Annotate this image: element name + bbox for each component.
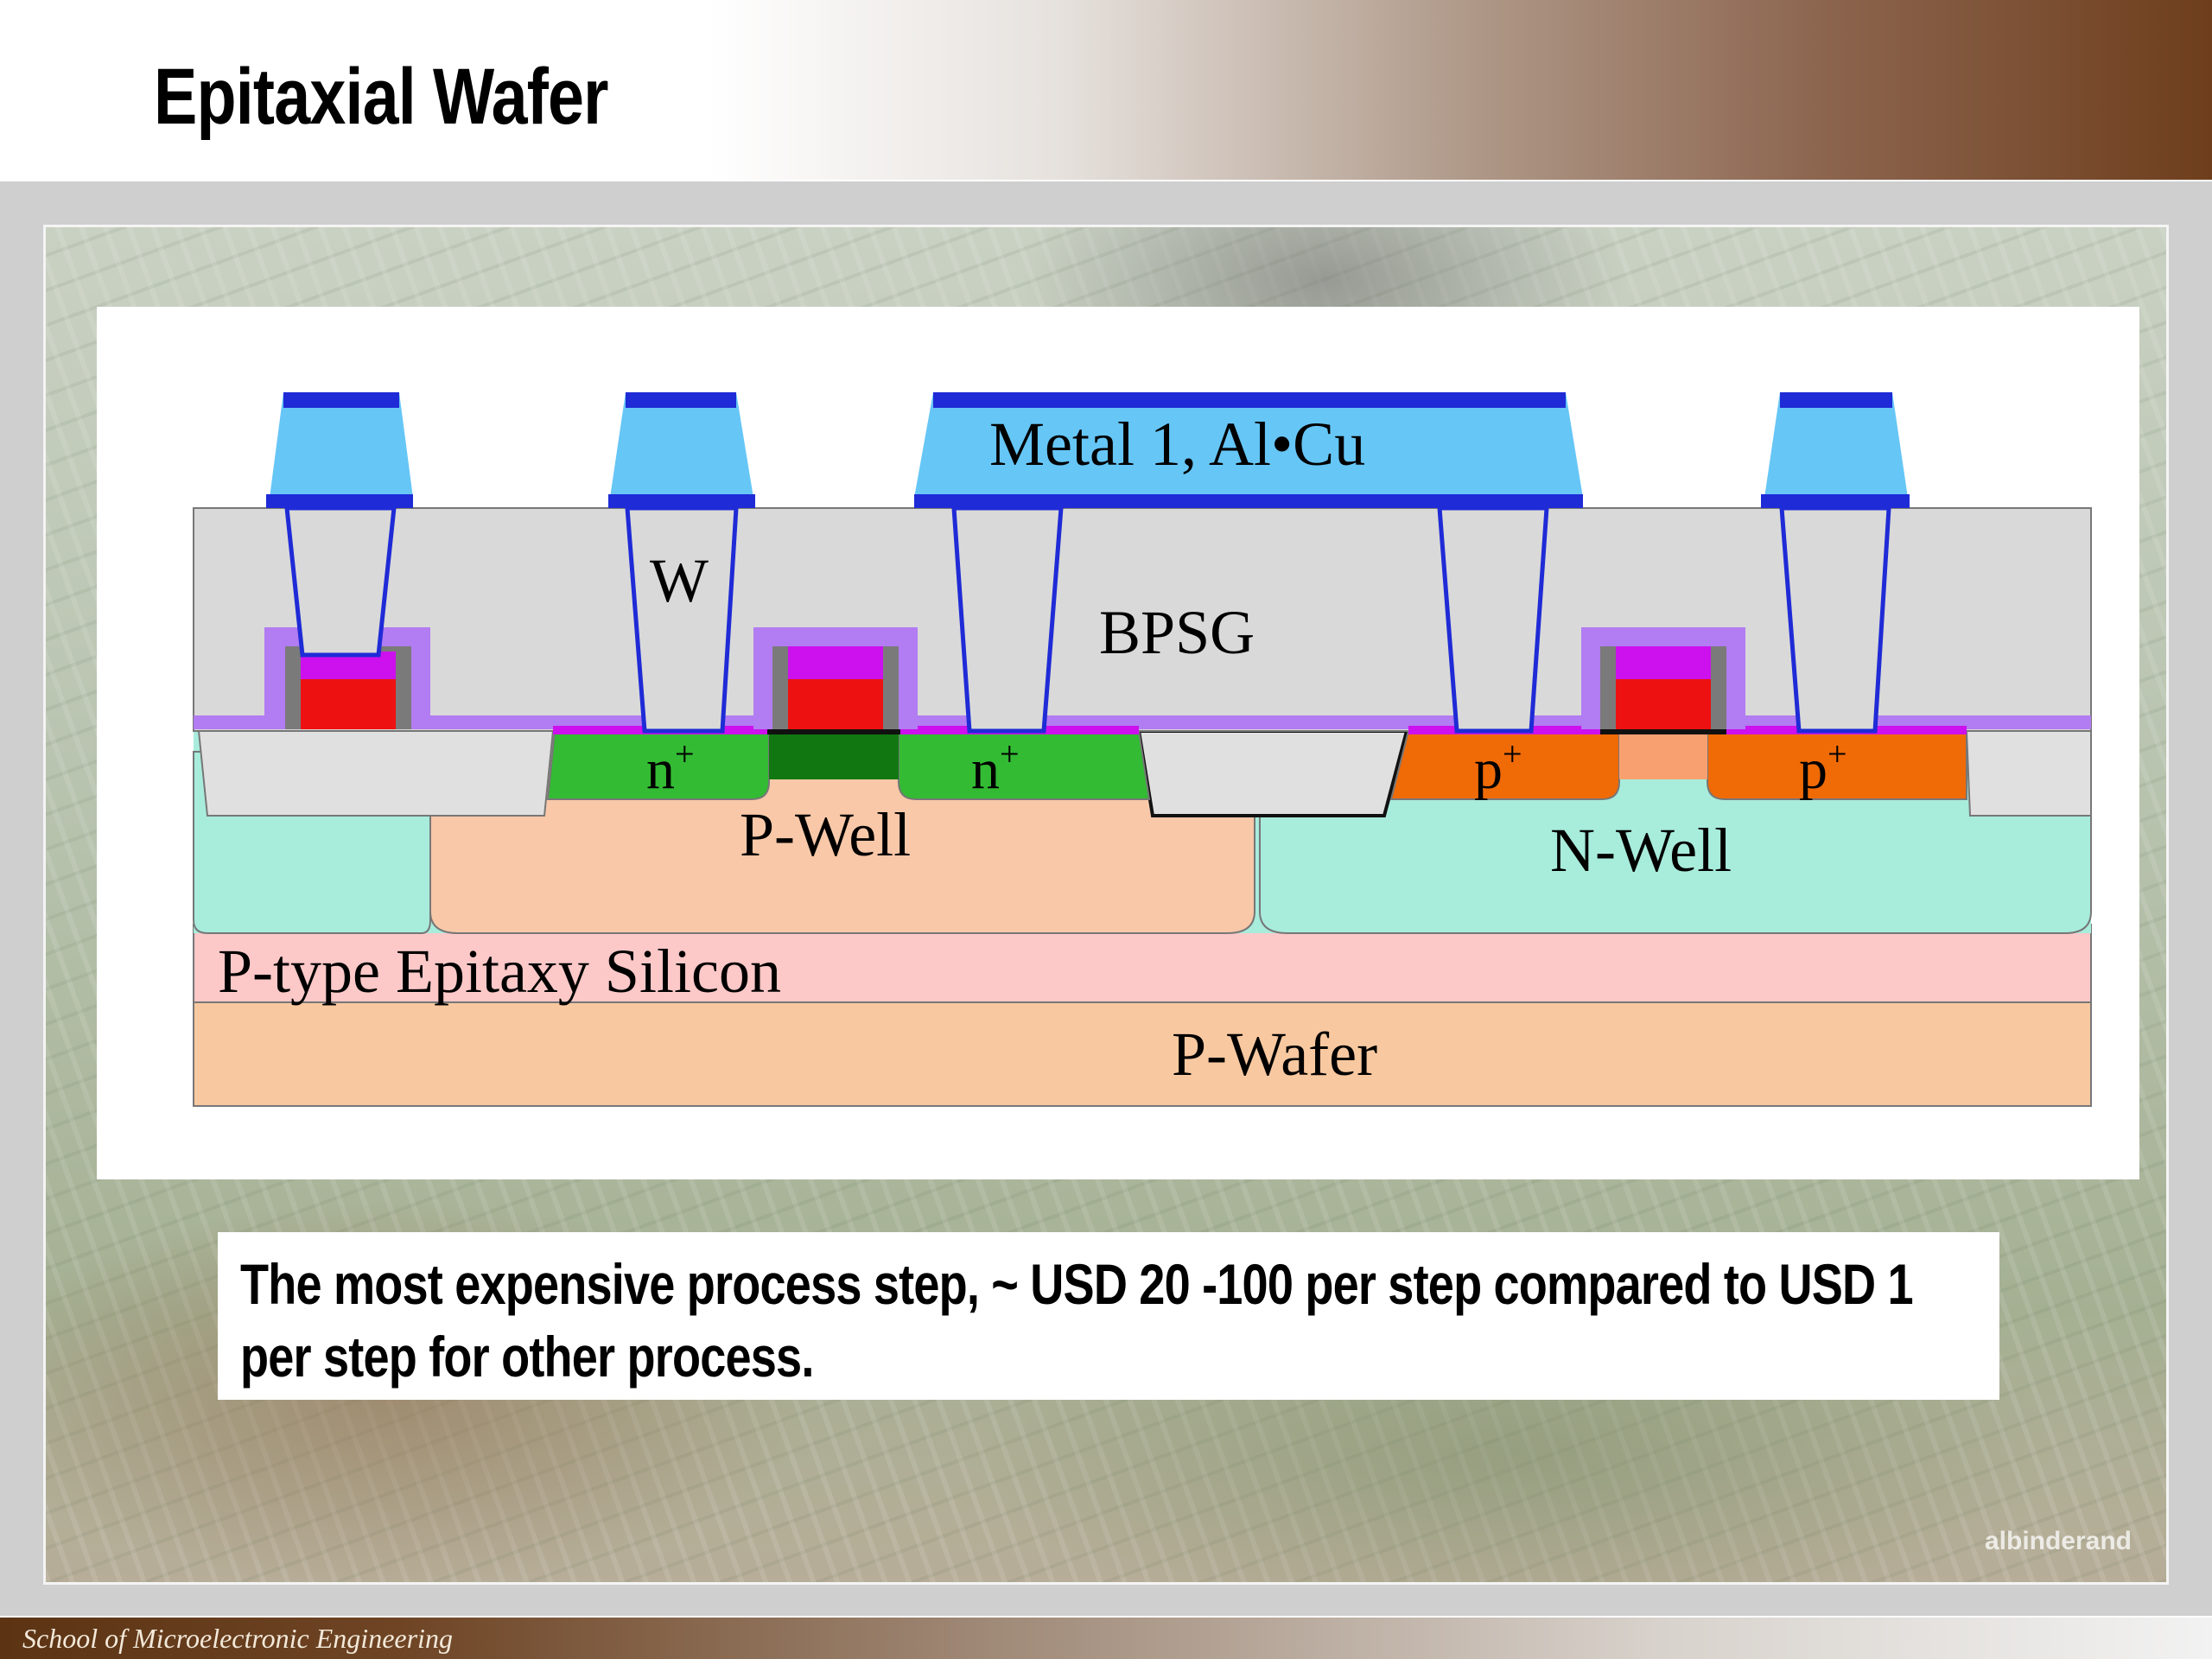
label-p-well: P-Well [740,800,911,869]
label-bpsg: BPSG [1099,598,1255,667]
sti-isolation-right [1965,730,2092,817]
label-p-plus-right: p+ [1799,734,1847,801]
slide-title: Epitaxial Wafer [154,53,609,141]
cmos-cross-section-diagram: Metal 1, Al•Cu W BPSG n+ n+ p+ p+ P-Well… [193,392,2092,1107]
poly-gate-nmos [788,679,883,729]
metal-line-1 [266,392,413,508]
sti-isolation-center [1136,729,1409,817]
p-plus-region-right [1707,730,1967,800]
pmos-channel [1619,731,1707,779]
label-n-well: N-Well [1550,816,1732,885]
gate-oxide-pmos [1600,728,1726,734]
poly-gate-left [301,679,396,729]
gate-oxide-nmos [767,728,900,734]
tungsten-plug-5 [1779,505,1891,734]
sti-isolation-left [197,730,555,817]
gate-silicide-nmos [788,646,883,679]
label-wafer: P-Wafer [1172,1020,1377,1089]
nmos-channel [769,731,899,779]
label-p-plus-left: p+ [1474,734,1522,801]
label-tungsten: W [650,546,709,615]
tungsten-plug-1 [284,505,397,658]
p-plus-region-left [1389,730,1620,800]
tungsten-plug-2 [625,505,739,734]
p-well-region [429,760,1255,934]
label-metal: Metal 1, Al•Cu [989,410,1365,479]
n-plus-region-right [898,730,1151,800]
p-wafer-layer [193,1001,2092,1107]
metal-line-2 [608,392,755,508]
epitaxy-layer [193,924,2092,1003]
bpsg-layer [193,507,2092,732]
metal-line-4 [1761,392,1910,508]
caption-box: The most expensive process step, ~ USD 2… [218,1232,1999,1400]
header-bar: Epitaxial Wafer [0,0,2212,180]
n-well-region [1259,760,2092,934]
footer-text: School of Microelectronic Engineering [22,1623,453,1654]
gate-silicide-pmos [1616,646,1711,679]
label-n-plus-right: n+ [971,734,1020,801]
photo-watermark: albinderand [1984,1527,2132,1555]
footer-bar: School of Microelectronic Engineering [0,1618,2212,1659]
n-plus-region-left [546,730,770,800]
caption-text: The most expensive process step, ~ USD 2… [240,1252,1914,1389]
label-n-plus-left: n+ [646,734,695,801]
poly-gate-pmos [1616,679,1711,729]
label-epitaxy: P-type Epitaxy Silicon [218,937,781,1006]
diagram-panel: Metal 1, Al•Cu W BPSG n+ n+ p+ p+ P-Well… [97,307,2139,1179]
metal-line-3 [914,392,1583,508]
tungsten-plug-4 [1437,505,1549,734]
tungsten-plug-3 [951,505,1064,734]
